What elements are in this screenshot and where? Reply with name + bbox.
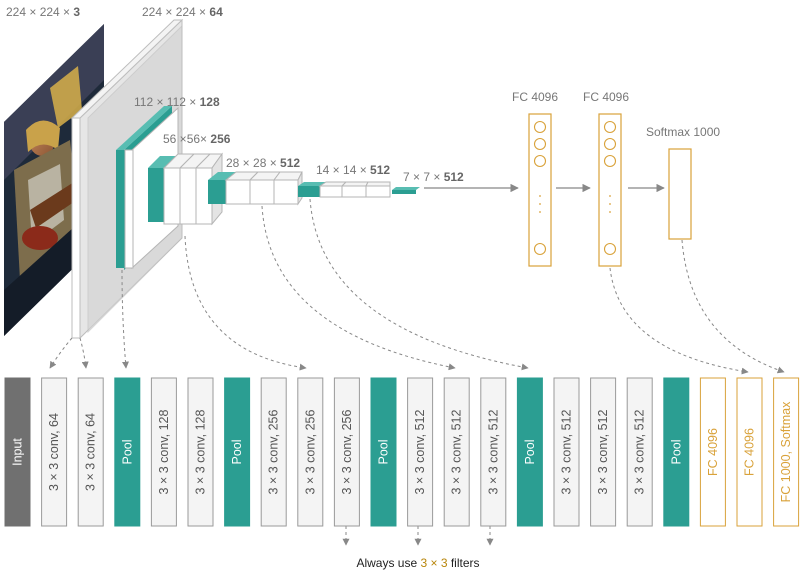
layer-9-conv: 3 × 3 conv, 256 [297, 377, 324, 527]
layer-12-box [407, 377, 434, 527]
softmax-column [668, 148, 692, 240]
layer-5-conv: 3 × 3 conv, 128 [150, 377, 177, 527]
layer-6-box [187, 377, 214, 527]
layer-18-conv: 3 × 3 conv, 512 [626, 377, 653, 527]
layer-2-box [41, 377, 68, 527]
layer-15-label: Pool [523, 439, 537, 464]
layer-15-box [516, 377, 543, 527]
conv3-block [148, 152, 223, 226]
layer-22-fc: FC 1000, Softmax [773, 377, 800, 527]
layer-11-pool: Pool [370, 377, 397, 527]
fc1-ellipsis [539, 195, 541, 213]
layer-8-label: 3 × 3 conv, 256 [267, 410, 281, 495]
fc2-top-label: FC 4096 [583, 90, 629, 104]
layer-1-input: Input [4, 377, 31, 527]
layer-1-box [4, 377, 31, 527]
layer-5-box [150, 377, 177, 527]
layer-4-box [114, 377, 141, 527]
layer-1-label: Input [11, 438, 25, 466]
layer-19-label: Pool [669, 439, 683, 464]
layer-10-label: 3 × 3 conv, 256 [340, 410, 354, 495]
layer-4-label: Pool [120, 439, 134, 464]
correspondence-arrows [49, 198, 785, 546]
layer-17-box [590, 377, 617, 527]
layer-10-conv: 3 × 3 conv, 256 [333, 377, 360, 527]
layer-3-box [77, 377, 104, 527]
layer-16-box [553, 377, 580, 527]
fc1-neurons [533, 120, 547, 256]
layer-8-conv: 3 × 3 conv, 256 [260, 377, 287, 527]
layer-16-conv: 3 × 3 conv, 512 [553, 377, 580, 527]
conv3-dim-label: 56 ×56× 256 [163, 132, 231, 146]
layer-6-conv: 3 × 3 conv, 128 [187, 377, 214, 527]
layer-9-label: 3 × 3 conv, 256 [303, 410, 317, 495]
layer-20-fc: FC 4096 [699, 377, 726, 527]
layer-14-conv: 3 × 3 conv, 512 [480, 377, 507, 527]
fc2-neurons [603, 120, 617, 256]
conv1-dim-label: 224 × 224 × 64 [142, 5, 223, 19]
conv4-block [208, 171, 303, 206]
input-dim-label: 224 × 224 × 3 [6, 5, 80, 19]
layer-19-box [663, 377, 690, 527]
conv4-dim-label: 28 × 28 × 512 [226, 156, 300, 170]
layer-13-box [443, 377, 470, 527]
layer-7-label: Pool [230, 439, 244, 464]
pool5-dim-label: 7 × 7 × 512 [403, 170, 464, 184]
conv5-block [298, 181, 391, 198]
layer-21-box [736, 377, 763, 527]
layer-7-pool: Pool [224, 377, 251, 527]
fc2-ellipsis [609, 195, 611, 213]
layer-12-label: 3 × 3 conv, 512 [413, 410, 427, 495]
layer-12-conv: 3 × 3 conv, 512 [407, 377, 434, 527]
layer-4-pool: Pool [114, 377, 141, 527]
layer-17-conv: 3 × 3 conv, 512 [590, 377, 617, 527]
layer-22-label: FC 1000, Softmax [779, 401, 793, 502]
layer-14-label: 3 × 3 conv, 512 [486, 410, 500, 495]
layer-15-pool: Pool [516, 377, 543, 527]
fc2-column [598, 113, 622, 267]
layer-22-box [773, 377, 800, 527]
layer-19-pool: Pool [663, 377, 690, 527]
layer-3-conv: 3 × 3 conv, 64 [77, 377, 104, 527]
layer-13-conv: 3 × 3 conv, 512 [443, 377, 470, 527]
layer-18-label: 3 × 3 conv, 512 [633, 410, 647, 495]
conv5-dim-label: 14 × 14 × 512 [316, 163, 390, 177]
layer-3-label: 3 × 3 conv, 64 [84, 413, 98, 491]
layer-21-fc: FC 4096 [736, 377, 763, 527]
layer-16-label: 3 × 3 conv, 512 [560, 410, 574, 495]
layer-sequence: Input 3 × 3 conv, 64 3 × 3 conv, 64 Pool 3 ×… [4, 377, 800, 527]
layer-21-label: FC 4096 [743, 428, 757, 476]
layer-17-label: 3 × 3 conv, 512 [596, 410, 610, 495]
layer-6-label: 3 × 3 conv, 128 [194, 410, 208, 495]
softmax-top-label: Softmax 1000 [646, 125, 720, 139]
layer-14-box [480, 377, 507, 527]
layer-9-box [297, 377, 324, 527]
layer-5-label: 3 × 3 conv, 128 [157, 410, 171, 495]
layer-11-box [370, 377, 397, 527]
layer-18-box [626, 377, 653, 527]
layer-8-box [260, 377, 287, 527]
layer-2-conv: 3 × 3 conv, 64 [41, 377, 68, 527]
conv2-dim-label: 112 × 112 × 128 [134, 95, 220, 109]
layer-20-label: FC 4096 [706, 428, 720, 476]
layer-11-label: Pool [377, 439, 391, 464]
fc1-column [528, 113, 552, 267]
layer-2-label: 3 × 3 conv, 64 [47, 413, 61, 491]
layer-7-box [224, 377, 251, 527]
pool5-block [392, 187, 420, 194]
filter-note: Always use 3 × 3 filters [356, 556, 479, 570]
fc1-top-label: FC 4096 [512, 90, 558, 104]
layer-20-box [699, 377, 726, 527]
layer-13-label: 3 × 3 conv, 512 [450, 410, 464, 495]
layer-10-box [333, 377, 360, 527]
